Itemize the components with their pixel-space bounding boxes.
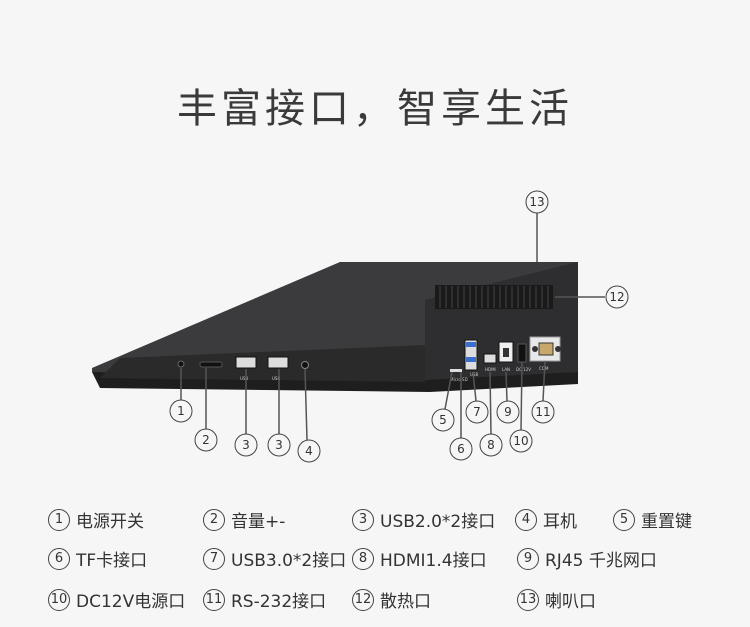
port-label: LAN [502,367,510,372]
usb3-ports [464,339,478,371]
svg-text:1: 1 [177,404,185,418]
port-label: USB [272,376,280,381]
callout-12: 12 [605,285,629,309]
callout-3a: 3 [234,433,258,457]
svg-text:9: 9 [504,405,512,419]
callout-markers: 13 12 1 2 3 3 4 5 6 7 8 9 10 11 [169,190,629,463]
port-label: USB [470,372,478,377]
hdmi-port [483,353,497,364]
svg-text:13: 13 [529,195,544,209]
callout-1: 1 [169,399,193,423]
page-title: 丰富接口，智享生活 [177,86,573,132]
tf-slot [450,369,462,372]
port-label: HDMI [485,367,496,372]
vent-grille [435,285,553,309]
usb2-port-2 [267,356,289,369]
headphone-jack [301,361,309,369]
svg-text:7: 7 [473,405,481,419]
svg-text:12: 12 [609,290,624,304]
svg-text:10: 10 [513,434,528,448]
callout-4: 4 [297,439,321,463]
callout-3b: 3 [267,433,291,457]
svg-text:11: 11 [535,405,550,419]
callout-6: 6 [449,437,473,461]
svg-text:3: 3 [242,438,250,452]
volume-buttons [199,361,223,368]
callout-5: 5 [431,408,455,432]
callout-8: 8 [479,433,503,457]
power-button [177,360,185,368]
callout-lines [180,213,605,441]
svg-text:6: 6 [457,442,465,456]
callout-11: 11 [531,400,555,424]
svg-text:4: 4 [305,444,313,458]
callout-10: 10 [509,429,533,453]
svg-text:2: 2 [202,433,210,447]
svg-text:3: 3 [275,438,283,452]
port-label: DC 12V [516,367,531,372]
svg-text:5: 5 [439,413,447,427]
callout-7: 7 [465,400,489,424]
callout-9: 9 [496,400,520,424]
callout-2: 2 [194,428,218,452]
port-label: USB [240,376,248,381]
dc-port [517,343,527,363]
callout-13: 13 [525,190,549,214]
port-label: Micro SD [450,377,468,382]
svg-text:8: 8 [487,438,495,452]
usb2-port-1 [235,356,257,369]
